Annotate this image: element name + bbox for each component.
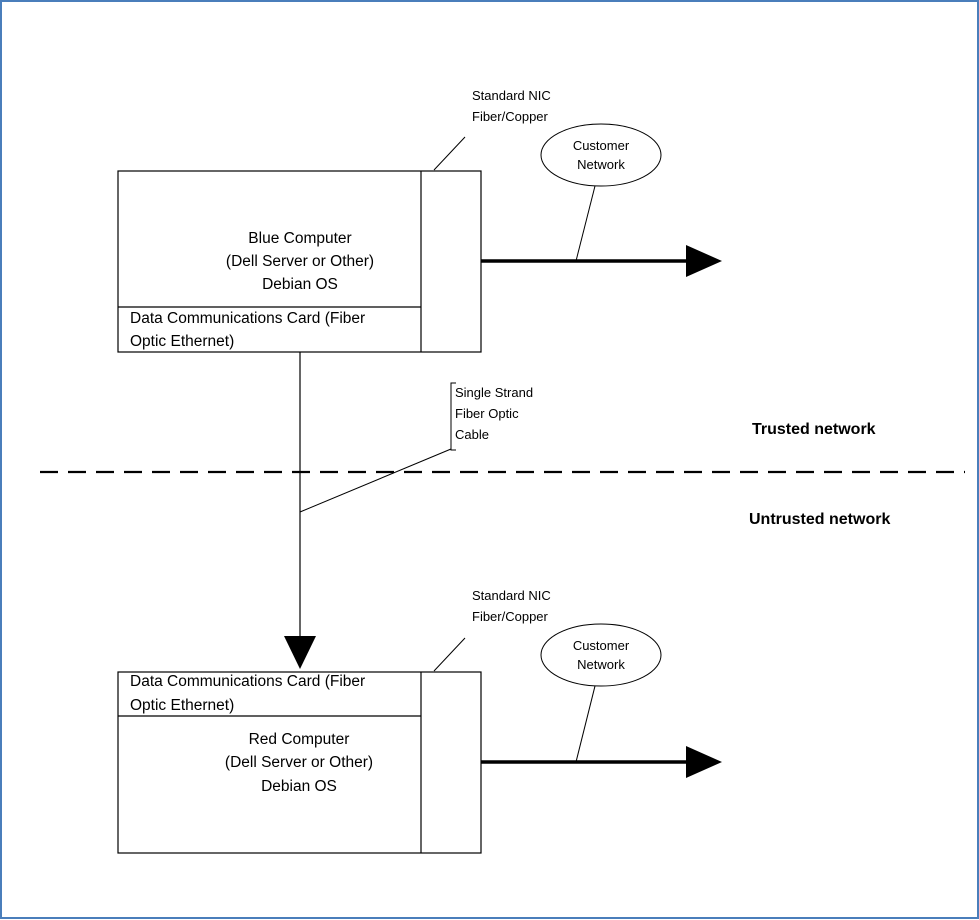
red-customer-network-line2: Network: [577, 657, 625, 672]
blue-customer-network-callout: [575, 185, 596, 262]
red-nic-label-line2: Fiber/Copper: [472, 609, 549, 624]
blue-nic-label-line2: Fiber/Copper: [472, 109, 549, 124]
trusted-network-label: Trusted network: [752, 421, 876, 438]
blue-computer-os: Debian OS: [262, 276, 338, 293]
blue-card-label-line2: Optic Ethernet): [130, 333, 234, 350]
blue-nic-label-line1: Standard NIC: [472, 88, 551, 103]
red-card-label-line2: Optic Ethernet): [130, 697, 234, 714]
red-customer-network-line1: Customer: [573, 638, 630, 653]
blue-outbound-arrow-head: [686, 245, 722, 277]
untrusted-network-label: Untrusted network: [749, 511, 890, 528]
cable-bracket: [450, 382, 456, 451]
cable-label-line2: Fiber Optic: [455, 406, 519, 421]
blue-computer-name: Blue Computer: [248, 230, 351, 247]
blue-computer-type: (Dell Server or Other): [226, 253, 374, 270]
blue-customer-network-line2: Network: [577, 157, 625, 172]
blue-nic-callout-line: [433, 136, 466, 171]
blue-card-label-line1: Data Communications Card (Fiber: [130, 310, 365, 327]
blue-customer-network-line1: Customer: [573, 138, 630, 153]
fiber-cable-arrow-head: [284, 636, 316, 669]
red-computer: Data Communications Card (Fiber Optic Et…: [117, 588, 722, 854]
red-card-label-line1: Data Communications Card (Fiber: [130, 673, 365, 690]
red-computer-type: (Dell Server or Other): [225, 754, 373, 771]
cable-callout-line: [299, 448, 452, 513]
red-customer-network-callout: [575, 685, 596, 763]
red-nic-callout-line: [433, 637, 466, 672]
red-computer-os: Debian OS: [261, 778, 337, 795]
red-outbound-arrow-head: [686, 746, 722, 778]
blue-customer-network-ellipse: [540, 123, 662, 187]
fiber-cable: Single Strand Fiber Optic Cable: [284, 352, 533, 669]
blue-computer: Blue Computer (Dell Server or Other) Deb…: [117, 88, 722, 353]
cable-label-line3: Cable: [455, 427, 489, 442]
cable-label-line1: Single Strand: [455, 385, 533, 400]
red-computer-name: Red Computer: [249, 731, 350, 748]
red-nic-label-line1: Standard NIC: [472, 588, 551, 603]
red-customer-network-ellipse: [540, 623, 662, 687]
